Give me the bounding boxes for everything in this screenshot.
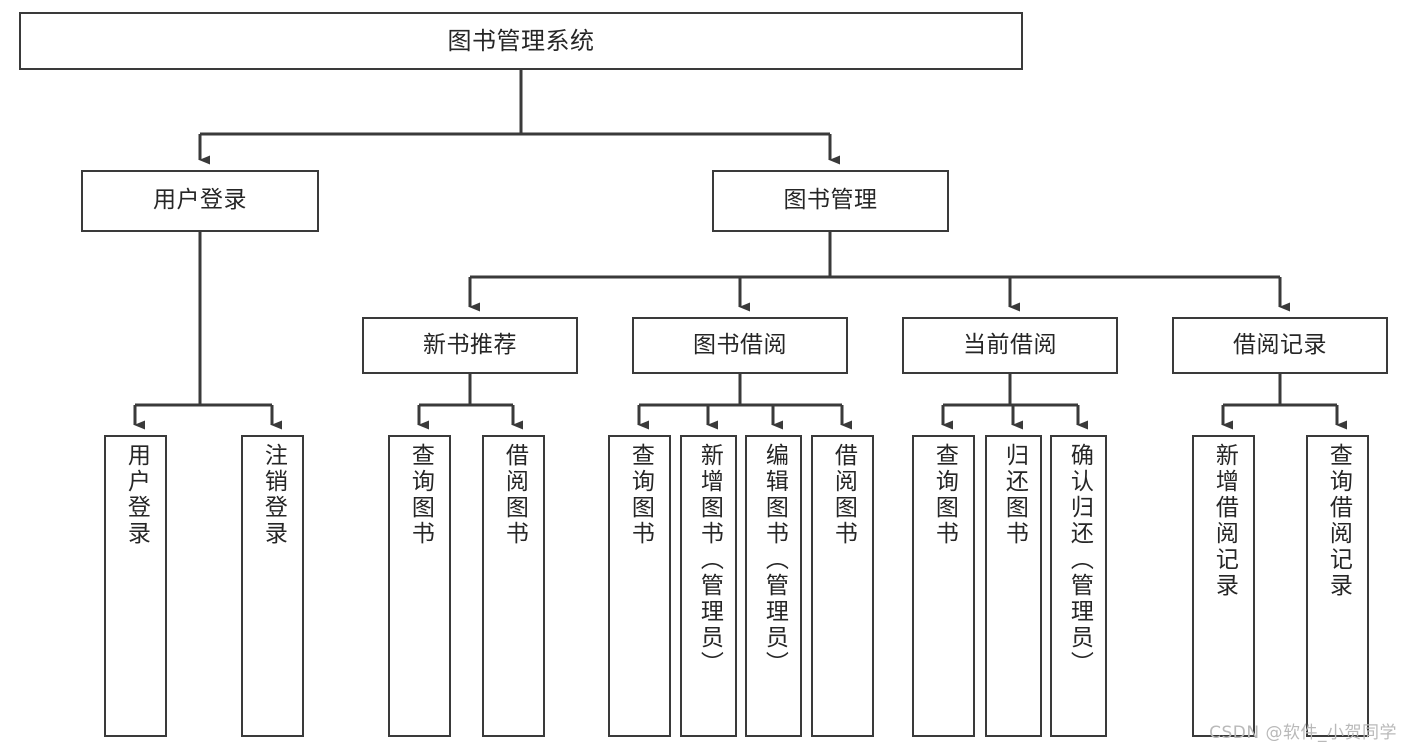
node-leaf-borrow-book-2[interactable]: 借阅图书: [811, 435, 874, 737]
node-leaf-confirm-return[interactable]: 确认归还（管理员）: [1050, 435, 1107, 737]
node-leaf-query-book-1-label: 查询图书: [407, 443, 434, 547]
node-book-manage-label: 图书管理: [783, 187, 878, 214]
node-new-book-rec-label: 新书推荐: [423, 331, 517, 358]
node-leaf-borrow-book-2-label: 借阅图书: [830, 443, 857, 547]
node-leaf-add-book[interactable]: 新增图书（管理员）: [680, 435, 737, 737]
node-user-login[interactable]: 用户登录: [81, 170, 319, 232]
node-leaf-query-book-2-label: 查询图书: [627, 443, 654, 547]
node-leaf-query-record[interactable]: 查询借阅记录: [1306, 435, 1369, 737]
node-leaf-user-login-label: 用户登录: [123, 443, 150, 547]
node-leaf-query-book-3-label: 查询图书: [931, 443, 958, 547]
node-leaf-add-record[interactable]: 新增借阅记录: [1192, 435, 1255, 737]
node-leaf-add-record-label: 新增借阅记录: [1211, 443, 1238, 599]
node-leaf-query-book-2[interactable]: 查询图书: [608, 435, 671, 737]
node-book-borrow[interactable]: 图书借阅: [632, 317, 848, 374]
node-leaf-user-logout[interactable]: 注销登录: [241, 435, 304, 737]
node-leaf-return-book[interactable]: 归还图书: [985, 435, 1042, 737]
node-leaf-edit-book[interactable]: 编辑图书（管理员）: [745, 435, 802, 737]
node-leaf-add-book-label: 新增图书（管理员）: [696, 443, 723, 677]
node-leaf-edit-book-label: 编辑图书（管理员）: [761, 443, 788, 677]
node-leaf-user-login[interactable]: 用户登录: [104, 435, 167, 737]
node-leaf-confirm-return-label: 确认归还（管理员）: [1066, 443, 1093, 677]
node-book-borrow-label: 图书借阅: [693, 331, 787, 358]
node-user-login-label: 用户登录: [153, 187, 247, 214]
node-leaf-borrow-book-1-label: 借阅图书: [501, 443, 528, 547]
node-leaf-query-book-1[interactable]: 查询图书: [388, 435, 451, 737]
node-current-borrow-label: 当前借阅: [963, 331, 1057, 358]
node-borrow-record-label: 借阅记录: [1233, 331, 1327, 358]
node-leaf-borrow-book-1[interactable]: 借阅图书: [482, 435, 545, 737]
node-root[interactable]: 图书管理系统: [19, 12, 1023, 70]
node-leaf-query-record-label: 查询借阅记录: [1325, 443, 1352, 599]
node-leaf-return-book-label: 归还图书: [1001, 443, 1028, 547]
node-new-book-rec[interactable]: 新书推荐: [362, 317, 578, 374]
node-leaf-query-book-3[interactable]: 查询图书: [912, 435, 975, 737]
node-book-manage[interactable]: 图书管理: [712, 170, 949, 232]
node-current-borrow[interactable]: 当前借阅: [902, 317, 1118, 374]
node-root-label: 图书管理系统: [447, 26, 595, 55]
node-borrow-record[interactable]: 借阅记录: [1172, 317, 1388, 374]
csdn-watermark: CSDN @软件_小贺同学: [1209, 723, 1397, 743]
node-leaf-user-logout-label: 注销登录: [260, 443, 287, 547]
